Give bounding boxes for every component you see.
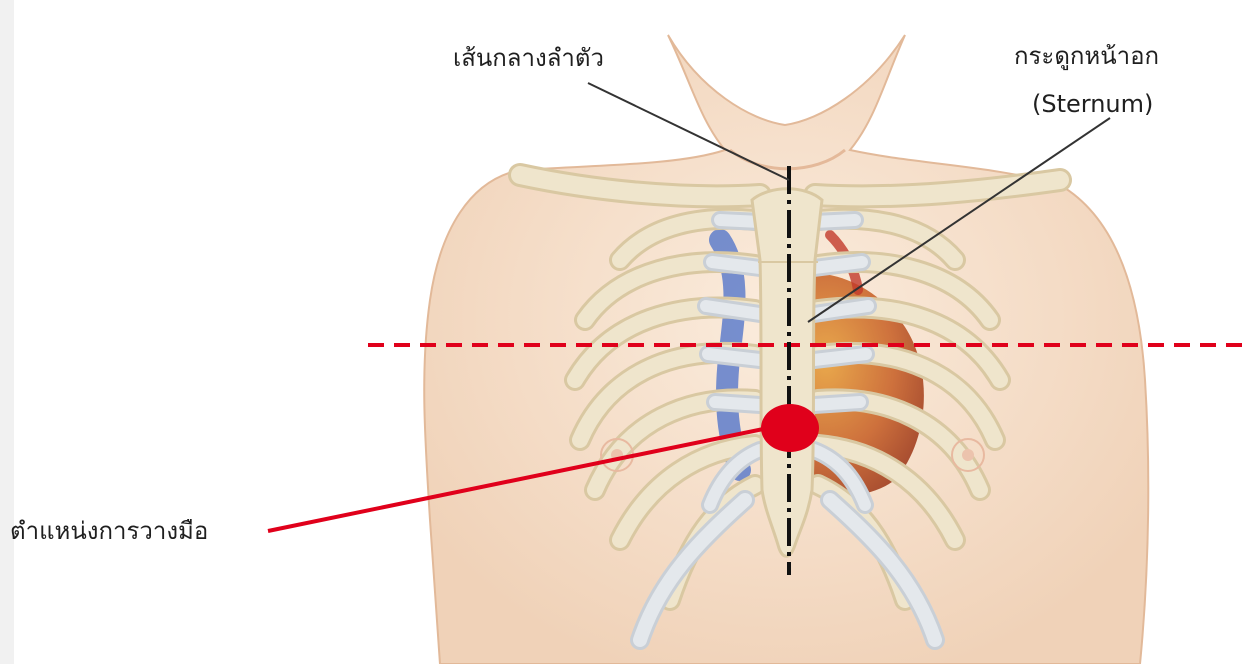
- sternum-label-thai: กระดูกหน้าอก: [1014, 36, 1159, 75]
- hand-position-label: ตำแหน่งการวางมือ: [10, 511, 208, 550]
- right-nipple-center: [962, 449, 974, 461]
- hand-position-marker: [761, 404, 819, 452]
- sternum-label-english: (Sternum): [1032, 90, 1153, 118]
- midline-label: เส้นกลางลำตัว: [447, 36, 610, 79]
- edge-shadow: [0, 0, 14, 664]
